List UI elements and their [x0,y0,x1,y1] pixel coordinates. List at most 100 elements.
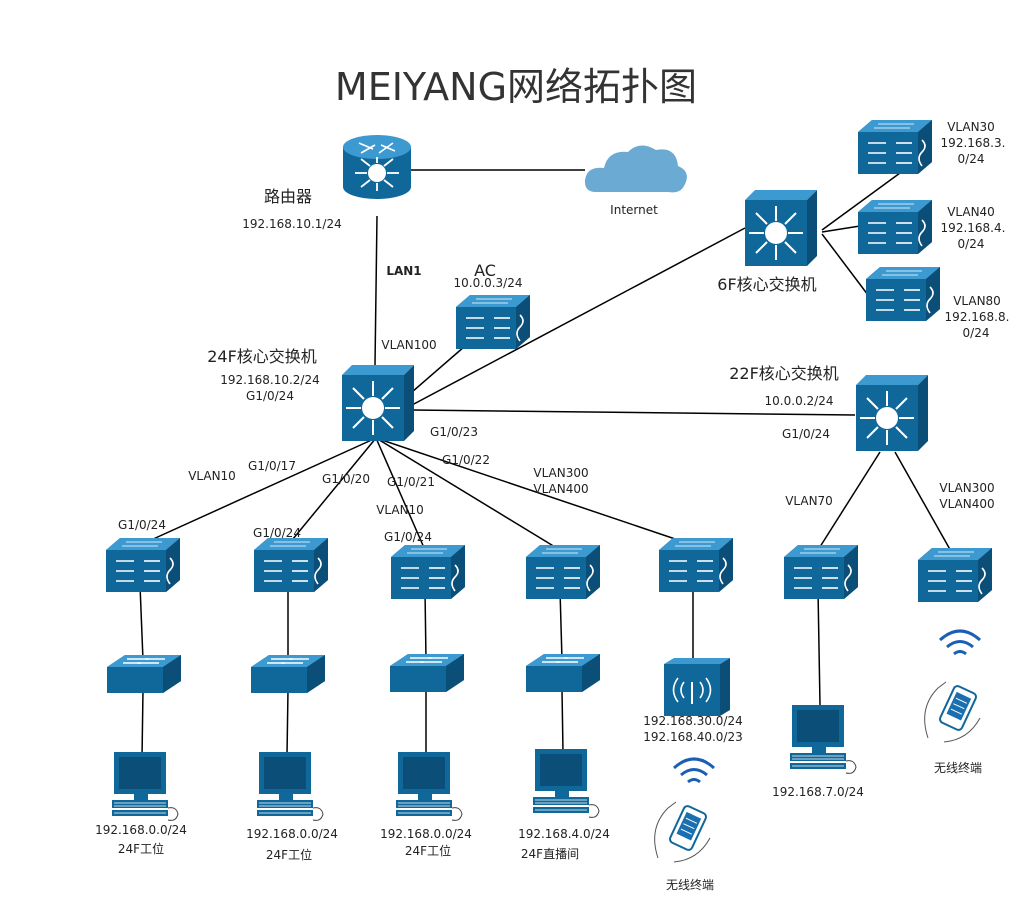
vlan40-switch-icon[interactable] [857,199,933,255]
pc-3-ip: 192.168.0.0/24 [380,827,472,841]
wireless-ap-icon[interactable] [663,657,731,717]
internet-cloud-icon [584,145,687,193]
link-label-g1-0-17: G1/0/17 [248,459,296,473]
pc-4-icon[interactable] [532,748,600,818]
link-sw4-hub4 [559,589,563,661]
ac-ip: 10.0.0.3/24 [454,276,523,290]
access-port-3: G1/0/24 [384,530,432,544]
link-hub1-pc1 [141,689,144,759]
hub-2-icon[interactable] [250,654,326,694]
link-core6-vlan80 [821,233,869,296]
link-label-g1-0-22: G1/0/22 [442,453,490,467]
hub-1-icon[interactable] [106,654,182,694]
link-core24-sw5 [375,437,694,546]
hub-3-icon[interactable] [389,653,465,693]
link-core24-sw2 [287,437,377,546]
core22-switch-icon[interactable] [855,374,929,452]
core22-name: 22F核心交换机 [729,364,839,383]
pc-5-icon[interactable] [789,704,857,774]
ap-ip-2: 192.168.40.0/23 [643,730,742,744]
link-label-g1-0-23: G1/0/23 [430,425,478,439]
vlan30-net-line1: 192.168.3. [941,136,1006,150]
router-name: 路由器 [264,187,312,206]
pc-2-icon[interactable] [256,751,324,821]
link-core22-sw6 [817,451,881,551]
link-label-lan1: LAN1 [386,264,421,278]
pc-1-area: 24F工位 [118,841,164,856]
link-core22-sw7 [894,451,953,554]
link-core24-core6 [411,227,746,406]
core24-ip: 192.168.10.2/24 [220,373,319,387]
link-label-vlan400-a: VLAN400 [533,482,588,496]
vlan80-label: VLAN80 [953,294,1001,308]
vlan30-label: VLAN30 [947,120,995,134]
link-core24-sw1 [139,437,377,546]
link-label-vlan300-b: VLAN300 [939,481,994,495]
link-label-vlan300-a: VLAN300 [533,466,588,480]
wireless-terminal-icon-1[interactable] [653,801,711,863]
vlan30-net-line2: 0/24 [958,152,985,166]
core6-name: 6F核心交换机 [717,275,816,294]
pc-2-ip: 192.168.0.0/24 [246,827,338,841]
vlan80-net-line2: 0/24 [963,326,990,340]
access-switch-5-icon[interactable] [658,537,734,593]
core24-name: 24F核心交换机 [207,347,317,366]
link-label-g1-0-20: G1/0/20 [322,472,370,486]
access-port-1: G1/0/24 [118,518,166,532]
router-icon[interactable] [342,134,412,200]
diagram-title: MEIYANG网络拓扑图 [334,65,698,109]
link-sw3-hub3 [424,589,427,661]
link-core24-sw3 [375,437,426,551]
pc-1-icon[interactable] [111,751,179,821]
core24-switch-icon[interactable] [341,364,415,442]
wifi-signal-icon-2 [938,629,982,656]
link-label-vlan100: VLAN100 [381,338,436,352]
pc-3-area: 24F工位 [405,843,451,858]
pc-1-ip: 192.168.0.0/24 [95,823,187,837]
link-label-g1-0-21: G1/0/21 [387,475,435,489]
link-label-vlan70: VLAN70 [785,494,833,508]
pc-5-ip: 192.168.7.0/24 [772,785,864,799]
pc-4-ip: 192.168.4.0/24 [518,827,610,841]
core6-switch-icon[interactable] [744,189,818,267]
access-switch-3-icon[interactable] [390,544,466,600]
ap-ip-1: 192.168.30.0/24 [643,714,742,728]
link-hub2-pc2 [286,689,289,756]
vlan40-label: VLAN40 [947,205,995,219]
access-port-2: G1/0/24 [253,526,301,540]
wireless-terminal-label-2: 无线终端 [934,760,982,775]
internet-label: Internet [610,203,658,217]
link-router-core24 [374,215,378,366]
pc-3-icon[interactable] [395,751,463,821]
link-sw1-hub1 [139,584,144,661]
vlan80-switch-icon[interactable] [865,266,941,322]
core22-ip: 10.0.0.2/24 [765,394,834,408]
router-ip: 192.168.10.1/24 [242,217,341,231]
link-core24-core22 [411,409,856,416]
vlan80-net-line1: 192.168.8. [945,310,1010,324]
vlan30-switch-icon[interactable] [857,119,933,175]
access-switch-4-icon[interactable] [525,544,601,600]
core24-port: G1/0/24 [246,389,294,403]
hub-4-icon[interactable] [525,653,601,693]
link-label-vlan10-a: VLAN10 [188,469,236,483]
wifi-signal-icon-1 [672,757,716,784]
link-label-vlan400-b: VLAN400 [939,497,994,511]
wireless-terminal-label-1: 无线终端 [666,877,714,892]
core22-port: G1/0/24 [782,427,830,441]
pc-4-area: 24F直播间 [521,847,579,861]
access-switch-7-icon[interactable] [917,547,993,603]
link-label-vlan10-b: VLAN10 [376,503,424,517]
access-switch-2-icon[interactable] [253,537,329,593]
access-switch-1-icon[interactable] [105,537,181,593]
link-sw6-pc5 [817,589,821,706]
link-hub4-pc4 [561,689,564,753]
ac-switch-icon[interactable] [455,294,531,350]
pc-2-area: 24F工位 [266,847,312,862]
ac-name: AC [474,261,496,280]
wireless-terminal-icon-2[interactable] [923,681,981,743]
vlan40-net-line2: 0/24 [958,237,985,251]
link-core6-vlan30 [821,172,901,231]
access-switch-6-icon[interactable] [783,544,859,600]
